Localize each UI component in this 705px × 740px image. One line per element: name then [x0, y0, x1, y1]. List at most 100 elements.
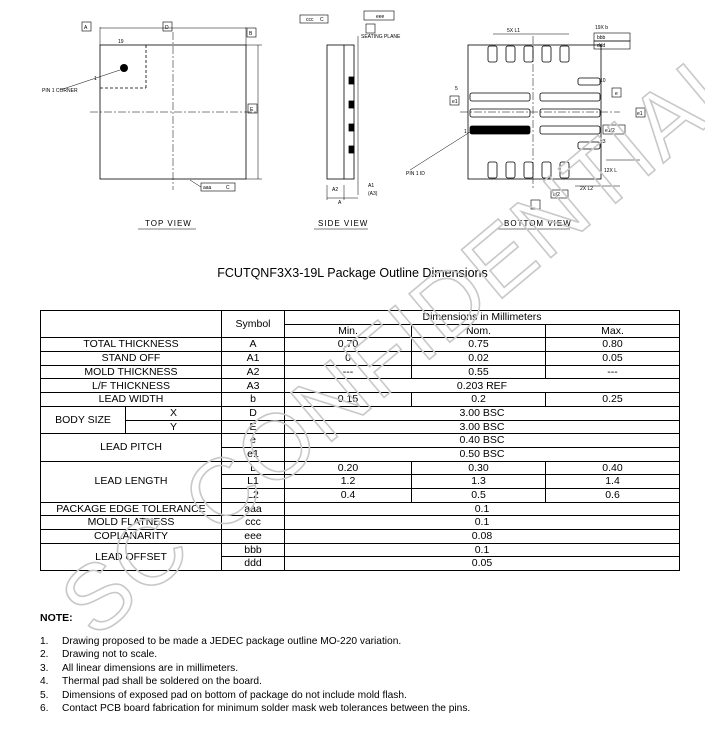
row-sublabel: Y	[125, 419, 222, 435]
note-text: Drawing not to scale.	[62, 649, 158, 661]
cell-nom: 0.55	[411, 364, 546, 380]
row-symbol: L2	[221, 487, 285, 503]
cell-value: 0.05	[283, 556, 681, 572]
note-number: 4.	[40, 676, 49, 688]
row-symbol: L1	[221, 474, 285, 489]
table-row: MOLD THICKNESS A2 --- 0.55 ---	[40, 364, 681, 380]
cell-max: 1.4	[544, 474, 681, 489]
row-symbol: E	[221, 419, 285, 435]
aaa-datum-label: C	[226, 185, 230, 191]
row-symbol: A3	[221, 378, 285, 394]
row-label: L/F THICKNESS	[40, 378, 222, 394]
seating-plane-label: SEATING PLANE	[361, 34, 401, 40]
cell-value: 0.50 BSC	[283, 446, 681, 462]
table-row: COPLANARITY eee 0.08	[40, 529, 681, 544]
l1-label: 5X L1	[507, 28, 520, 34]
row-label: LEAD WIDTH	[40, 392, 222, 407]
min-header: Min.	[284, 323, 412, 339]
cell-max: 0.25	[544, 392, 681, 407]
datum-b-label: B	[249, 31, 253, 37]
row-symbol: aaa	[221, 501, 285, 517]
table-row: STAND OFF A1 0 0.02 0.05	[40, 351, 681, 366]
symbol-header: Symbol	[221, 309, 285, 339]
pin-1-label: 1	[464, 129, 467, 135]
row-label: COPLANARITY	[40, 529, 222, 544]
table-row: LEAD WIDTH b 0.15 0.2 0.25	[40, 392, 681, 407]
note-text: Dimensions of exposed pad on bottom of p…	[62, 689, 407, 701]
note-text: All linear dimensions are in millimeters…	[62, 662, 239, 674]
a-label: A	[338, 200, 342, 206]
list-item: 6.Contact PCB board fabrication for mini…	[40, 702, 680, 715]
note-text: Drawing proposed to be made a JEDEC pack…	[62, 636, 402, 647]
table-row: LEAD PITCH e 0.40 BSC	[40, 433, 681, 462]
blank-header	[40, 309, 222, 339]
e1-left-label: e1	[452, 99, 458, 105]
table-row: LEAD OFFSET bbb 0.1	[40, 542, 681, 572]
note-number: 2.	[40, 649, 49, 661]
cell-max: 0.40	[544, 460, 681, 476]
page-title: FCUTQNF3X3-19L Package Outline Dimension…	[217, 266, 488, 280]
list-item: 3. All linear dimensions are in millimete…	[40, 662, 680, 675]
row-symbol: L	[221, 460, 285, 476]
pin1-id-label: PIN 1 ID	[406, 171, 425, 177]
cell-value: 0.1	[283, 501, 681, 517]
row-label: MOLD THICKNESS	[40, 364, 222, 380]
cell-nom: 0.02	[411, 351, 546, 366]
dim-19-label: 19	[118, 39, 124, 45]
table-row: MOLD FLATNESS ccc 0.1	[40, 515, 681, 530]
row-symbol: e	[221, 433, 285, 448]
ccc-label: ccc	[306, 17, 314, 23]
cell-min: 0	[284, 351, 412, 366]
e1-label: e1	[637, 111, 643, 117]
row-label: LEAD PITCH	[40, 433, 222, 462]
b19-label: 19X b	[595, 25, 608, 31]
bottom-view-caption: BOTTOM VIEW	[504, 219, 572, 228]
note-number: 1.	[40, 636, 49, 647]
cell-nom: 0.75	[411, 337, 546, 353]
a1-label: A1	[368, 183, 374, 189]
cell-value: 3.00 BSC	[283, 405, 681, 421]
row-label: BODY SIZE	[40, 405, 126, 435]
table-row: ddd 0.05	[41, 556, 681, 572]
cell-nom: 0.5	[411, 487, 546, 503]
row-symbol: A2	[221, 364, 285, 380]
cell-nom: 1.3	[411, 474, 546, 489]
pin-13-label: 13	[600, 139, 606, 145]
row-label: LEAD LENGTH	[40, 460, 222, 503]
row-symbol: ddd	[221, 556, 285, 572]
datum-a-label: A	[84, 25, 88, 31]
note-number: 3.	[40, 662, 49, 674]
cell-value: 0.203 REF	[283, 378, 681, 394]
e1-half-label: e1/2	[605, 128, 615, 134]
ddd-label: ddd	[597, 43, 606, 49]
cell-min: 0.20	[284, 460, 412, 476]
datum-e-label: E	[250, 107, 254, 113]
bottom-view	[409, 32, 646, 210]
row-label: MOLD FLATNESS	[40, 515, 222, 530]
bbb-label: bbb	[597, 35, 606, 41]
row-symbol: eee	[221, 529, 285, 544]
a3-label: (A3)	[368, 191, 378, 197]
row-symbol: A1	[221, 351, 285, 366]
cell-nom: 0.2	[411, 392, 546, 407]
row-symbol: A	[221, 337, 285, 353]
note-number: 5.	[40, 689, 49, 701]
datum-d-label: D	[165, 25, 169, 31]
list-item: 5. Dimensions of exposed pad on bottom of…	[40, 689, 680, 702]
cell-value: 0.1	[283, 542, 681, 558]
max-header: Max.	[544, 323, 681, 339]
row-sublabel: X	[125, 405, 222, 421]
cell-value: 0.40 BSC	[283, 433, 681, 448]
row-label: TOTAL THICKNESS	[40, 337, 222, 353]
cell-min: 0.4	[284, 487, 412, 503]
row-label: LEAD OFFSET	[40, 542, 222, 572]
row-symbol: e1	[221, 446, 285, 462]
cell-value: 3.00 BSC	[283, 419, 681, 435]
table-row: BODY SIZE X D 3.00 BSC	[40, 405, 681, 435]
cell-max: 0.05	[544, 351, 681, 366]
row-symbol: D	[221, 405, 285, 421]
table-row: L/F THICKNESS A3 0.203 REF	[40, 378, 681, 394]
table-row: L1 1.2 1.3 1.4	[41, 474, 681, 489]
note-text: Contact PCB board fabrication for minimu…	[62, 702, 471, 714]
pin1-corner-label: PIN 1 CORNER	[42, 88, 78, 94]
